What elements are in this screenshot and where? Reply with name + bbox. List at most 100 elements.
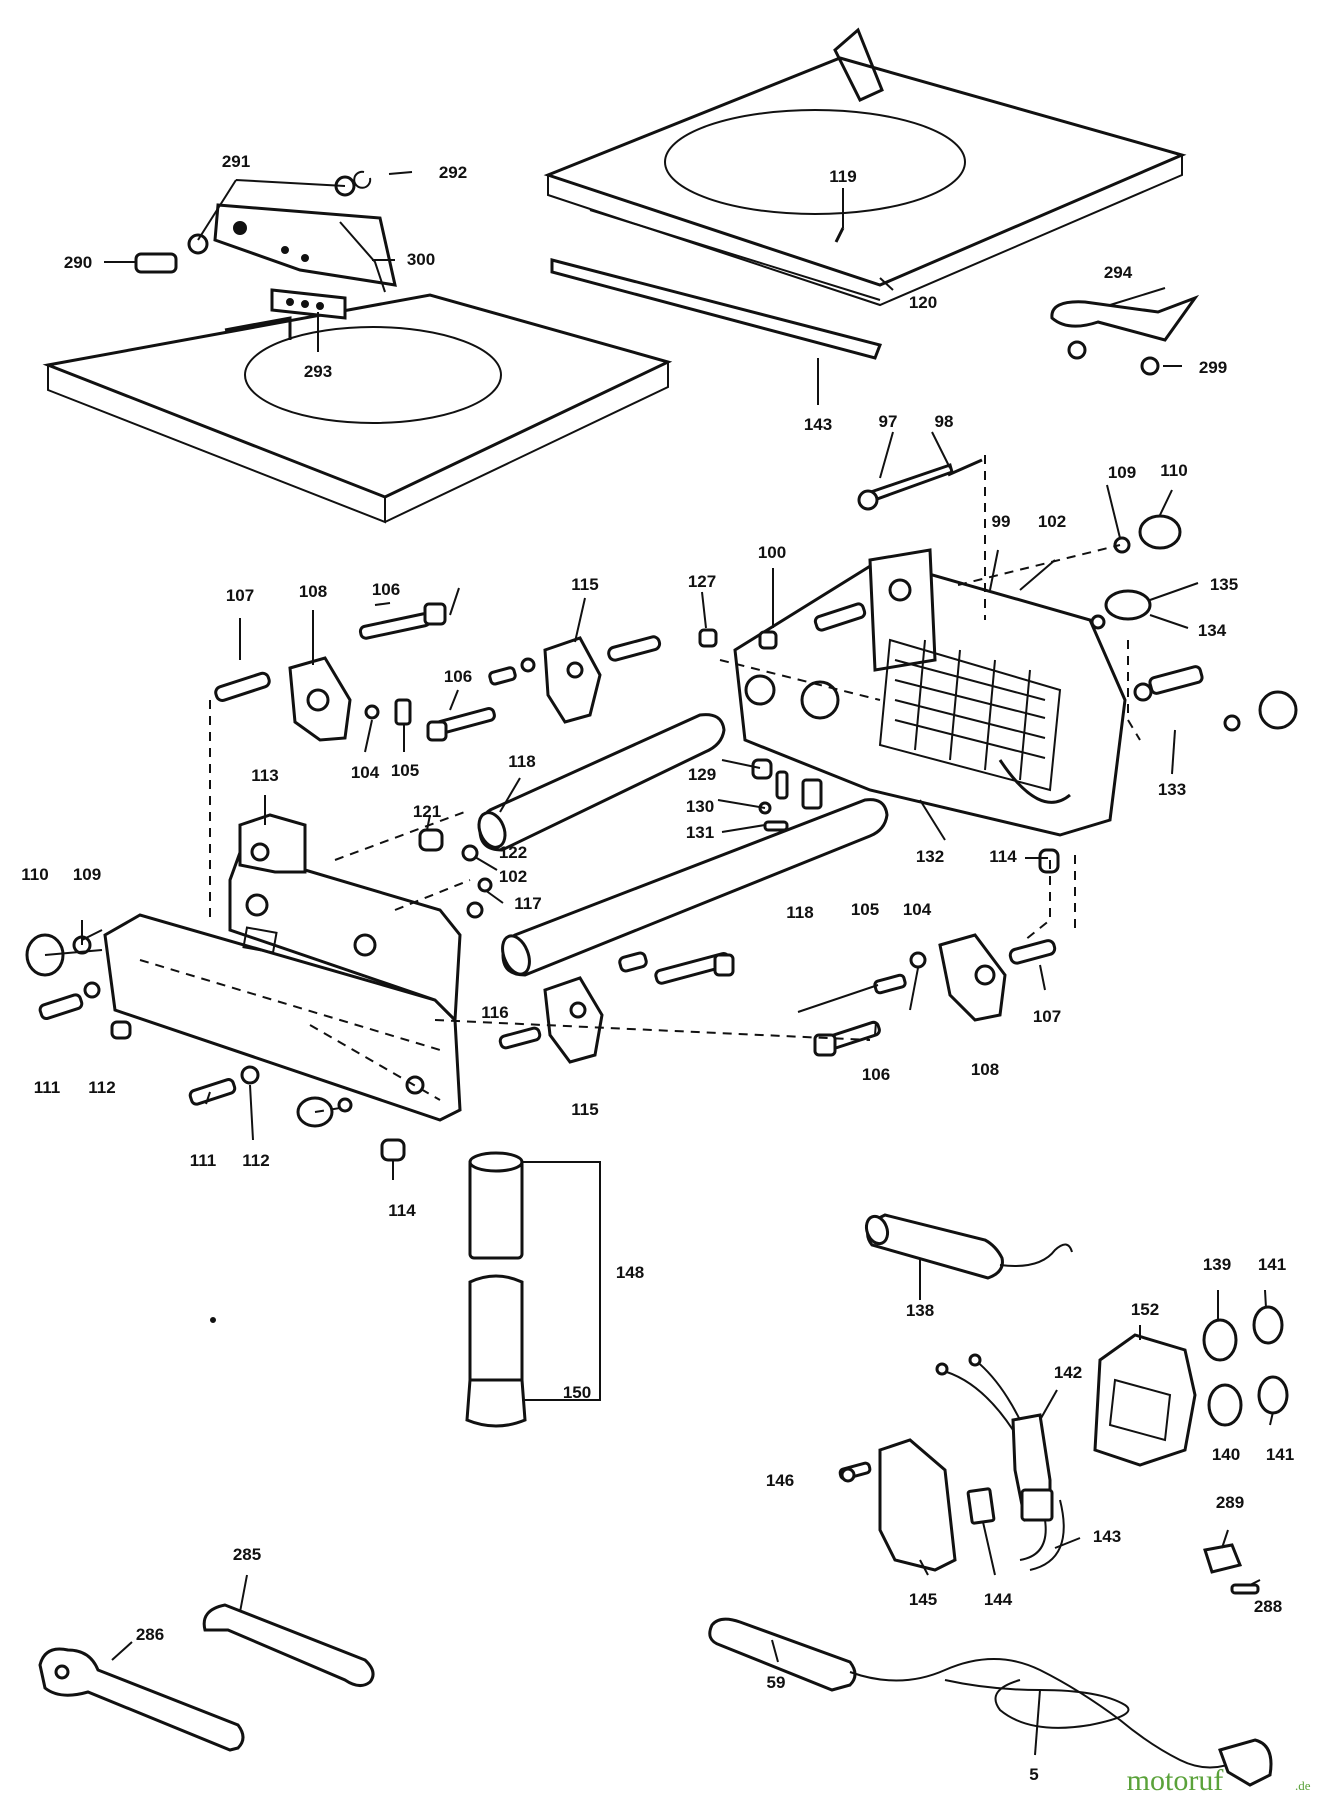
callout-117: 117 [514, 894, 541, 913]
switch-housing-152 [1093, 1333, 1197, 1467]
callout-135: 135 [1210, 575, 1238, 594]
callout-294: 294 [1104, 263, 1133, 282]
bolts-left [38, 981, 406, 1162]
callout-109-top: 109 [1108, 463, 1136, 482]
watermark-suffix: .de [1295, 1778, 1311, 1793]
small-parts-centre [418, 602, 1060, 919]
callout-121: 121 [413, 802, 441, 821]
callout-111-left-top: 111 [34, 1078, 61, 1097]
watermark-brand: motoruf [1127, 1764, 1224, 1797]
callout-98: 98 [935, 412, 954, 431]
callout-145: 145 [909, 1590, 937, 1609]
callout-299: 299 [1199, 358, 1227, 377]
callout-106-left-mid: 106 [444, 667, 472, 686]
callout-141-bottom: 141 [1266, 1445, 1294, 1464]
spanner-286 [38, 1647, 245, 1752]
callout-291: 291 [222, 152, 250, 171]
bearing-block-108b [813, 933, 1057, 1057]
callout-143-rail: 143 [804, 415, 832, 434]
watermark-logo: motoruf .de [1127, 1764, 1311, 1797]
callout-112-left-top: 112 [88, 1078, 115, 1097]
bolt-106b [364, 698, 496, 742]
callout-118-top: 118 [508, 752, 535, 771]
column-tube-148 [468, 1151, 524, 1260]
switch-buttons [1202, 1305, 1289, 1427]
callout-100: 100 [758, 543, 786, 562]
miter-clip-294 [1050, 294, 1200, 376]
callout-99: 99 [992, 512, 1011, 531]
callout-107-left: 107 [226, 586, 254, 605]
callout-108-right: 108 [971, 1060, 999, 1079]
dashed-assembly-lines [139, 455, 1141, 1113]
callout-130: 130 [686, 797, 714, 816]
callout-288: 288 [1254, 1597, 1282, 1616]
riving-knife-guard [213, 203, 397, 293]
switch-142 [935, 1353, 1065, 1571]
knife-clamp-plate [270, 288, 347, 320]
callout-115-top: 115 [571, 575, 598, 594]
callout-140: 140 [1212, 1445, 1240, 1464]
saw-table-frame [543, 27, 1187, 307]
callout-111-left-bottom: 111 [190, 1151, 217, 1170]
callout-285: 285 [233, 1545, 261, 1564]
bolt-290 [134, 170, 372, 274]
callout-141-top: 141 [1258, 1255, 1286, 1274]
callout-105-left: 105 [391, 761, 419, 780]
callout-300: 300 [407, 250, 435, 269]
callout-97: 97 [879, 412, 898, 431]
callout-118-bottom: 118 [786, 903, 813, 922]
callout-112-left-bottom: 112 [242, 1151, 269, 1170]
capacitor-138 [864, 1213, 1073, 1280]
callout-106-left-top: 106 [372, 580, 400, 599]
callout-290: 290 [64, 253, 92, 272]
bolt-106a [358, 602, 447, 640]
callout-150: 150 [563, 1383, 591, 1402]
bearing-block-108a [288, 656, 352, 742]
callout-293: 293 [304, 362, 332, 381]
callout-132: 132 [916, 847, 944, 866]
knob-110a [1113, 514, 1182, 554]
callout-106-right: 106 [862, 1065, 890, 1084]
handle-pin-97 [857, 458, 983, 511]
callout-104-right: 104 [903, 900, 932, 919]
spring-107a [214, 671, 271, 702]
callout-131: 131 [686, 823, 714, 842]
callout-105-right: 105 [851, 900, 879, 919]
callout-144: 144 [984, 1590, 1013, 1609]
callout-119: 119 [829, 167, 856, 186]
callout-110-left: 110 [21, 865, 48, 884]
callout-134: 134 [1198, 621, 1227, 640]
callout-115-bottom: 115 [571, 1100, 598, 1119]
clip-289 [1203, 1543, 1260, 1595]
callout-292: 292 [439, 163, 467, 182]
guide-rail-143 [550, 258, 883, 360]
callout-120: 120 [909, 293, 937, 312]
bearing-block-115a [488, 635, 662, 724]
callout-139: 139 [1203, 1255, 1231, 1274]
guide-tube-118a [477, 713, 726, 852]
knob-110b [25, 933, 92, 977]
callout-109-left: 109 [73, 865, 101, 884]
callout-114-bottom: 114 [388, 1201, 416, 1220]
callout-133: 133 [1158, 780, 1186, 799]
callout-127: 127 [688, 572, 716, 591]
callout-102-bottom: 102 [499, 867, 527, 886]
callout-110-top: 110 [1160, 461, 1187, 480]
table-insert-plate [42, 293, 673, 524]
callout-143-wire: 143 [1093, 1527, 1121, 1546]
hex-key-285 [202, 1603, 375, 1687]
knob-135 [1090, 589, 1152, 630]
guide-tube-118b [501, 798, 889, 977]
callout-104-left: 104 [351, 763, 380, 782]
callout-116: 116 [481, 1003, 508, 1022]
callout-286: 286 [136, 1625, 164, 1644]
callout-113: 113 [251, 766, 278, 785]
leader-lines [44, 171, 1274, 1756]
power-cable-5 [708, 1617, 1273, 1787]
base-housing-left [103, 813, 462, 1122]
callout-114-top: 114 [989, 847, 1017, 866]
cover-145 [838, 1438, 957, 1572]
callout-152: 152 [1131, 1300, 1159, 1319]
